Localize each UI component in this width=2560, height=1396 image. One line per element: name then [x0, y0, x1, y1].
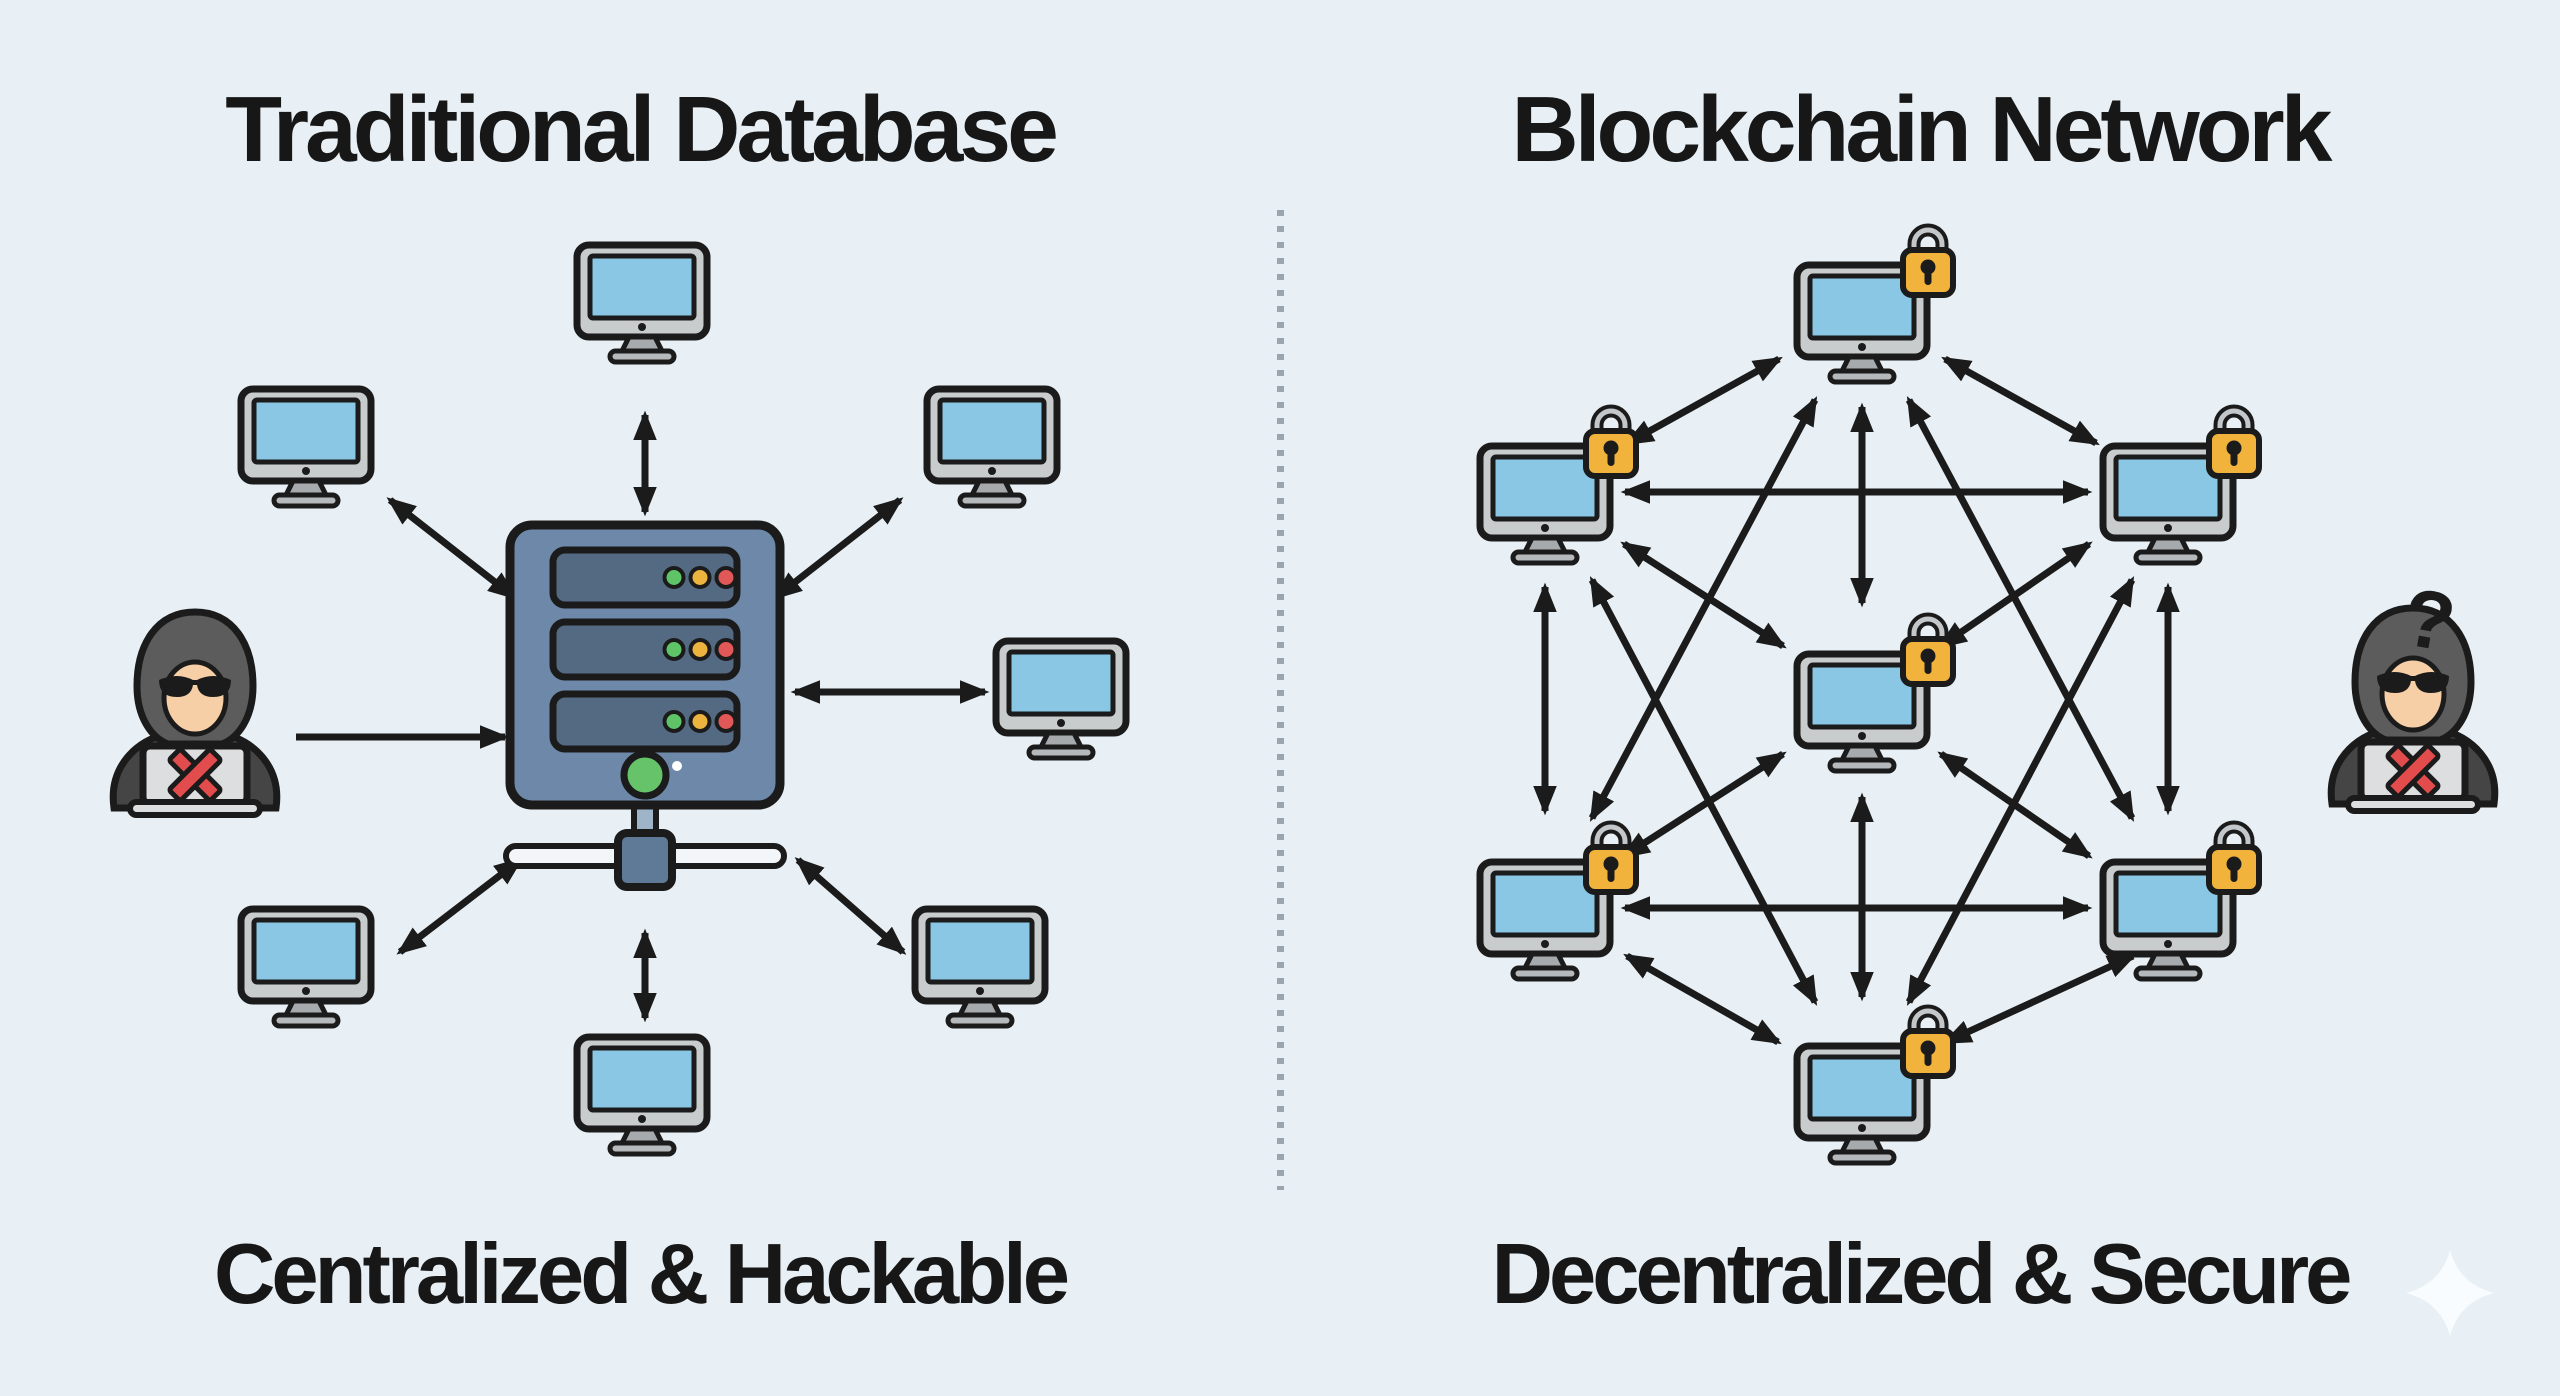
double-arrow [1620, 751, 1787, 859]
double-arrow [1941, 952, 2138, 1046]
computer-icon [241, 909, 371, 1026]
right-panel-caption: Decentralized & Secure [1491, 1227, 2353, 1322]
dotted-divider [1277, 210, 1284, 1190]
computer-icon [577, 1037, 707, 1154]
padlock-icon [2209, 411, 2259, 476]
left-panel-caption: Centralized & Hackable [213, 1227, 1070, 1322]
left-panel-title: Traditional Database [225, 77, 1059, 181]
double-arrow [1624, 355, 1783, 447]
padlock-icon [1903, 619, 1953, 684]
sparkle-icon [2406, 1250, 2494, 1336]
double-arrow [1620, 541, 1787, 649]
computer-icon [996, 641, 1126, 758]
double-arrow [396, 857, 524, 955]
double-arrow [1623, 952, 1782, 1046]
padlock-icon [1903, 230, 1953, 295]
right-panel-title: Blockchain Network [1511, 77, 2333, 181]
computer-icon [241, 389, 371, 506]
computer-icon [927, 389, 1057, 506]
network-nodes [113, 230, 2495, 1163]
double-arrow [386, 497, 518, 600]
connection-arrows [296, 355, 2180, 1046]
computer-icon [577, 245, 707, 362]
double-arrow [1937, 751, 2093, 859]
double-arrow [1937, 541, 2093, 649]
padlock-icon [1586, 411, 1636, 476]
padlock-icon [1586, 827, 1636, 892]
server-icon [506, 525, 784, 887]
padlock-icon [2209, 827, 2259, 892]
hacker-icon [113, 612, 277, 815]
double-arrow [1941, 355, 2100, 447]
double-arrow [772, 497, 904, 600]
double-arrow [794, 857, 907, 955]
computer-icon [915, 909, 1045, 1026]
padlock-icon [1903, 1011, 1953, 1076]
